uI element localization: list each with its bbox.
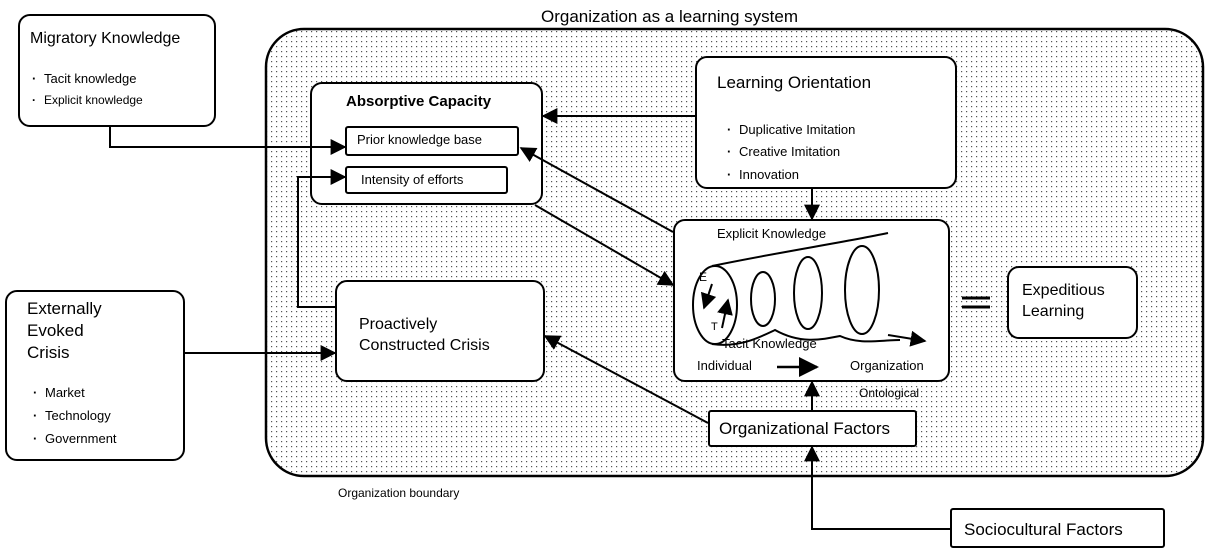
migratory-knowledge-box: Migratory Knowledge Tacit knowledge Expl… xyxy=(18,14,216,127)
crisis-item: Technology xyxy=(33,408,111,424)
organizational-factors-box: Organizational Factors xyxy=(708,410,917,447)
individual-label: Individual xyxy=(697,358,752,373)
externally-evoked-crisis-title-line: Externally xyxy=(27,299,102,318)
spiral-to-prior-knowledge-arrow xyxy=(519,147,674,233)
equivalence-sign xyxy=(962,296,990,309)
externally-evoked-crisis-title-line: Evoked xyxy=(27,321,84,340)
proactive-crisis-to-intensity-arrow xyxy=(297,169,347,308)
sociocultural-factors-label: Sociocultural Factors xyxy=(964,520,1123,539)
expeditious-learning-title-line: Expeditious xyxy=(1022,282,1105,299)
crisis-item: Market xyxy=(33,385,85,401)
intensity-of-efforts-box: Intensity of efforts xyxy=(345,166,508,194)
migratory-to-prior-knowledge-arrow xyxy=(109,127,347,155)
spiral-ring-3 xyxy=(793,256,823,330)
spiral-ring-2 xyxy=(750,271,776,327)
learning-orientation-item: Innovation xyxy=(727,167,799,183)
learning-orientation-item: Duplicative Imitation xyxy=(727,122,855,138)
spiral-t-letter: T xyxy=(711,321,718,333)
diagram-title: Organization as a learning system xyxy=(541,7,799,26)
expeditious-learning-title-line: Learning xyxy=(1022,303,1085,320)
organizational-factors-to-proactive-arrow xyxy=(543,335,709,424)
organizational-factors-label: Organizational Factors xyxy=(719,419,891,438)
prior-knowledge-base-box: Prior knowledge base xyxy=(345,126,519,156)
sociocultural-to-organizational-arrow xyxy=(804,445,950,530)
learning-orientation-box: Learning Orientation Duplicative Imitati… xyxy=(695,56,957,189)
spiral-lower-line xyxy=(711,328,901,346)
spiral-upper-edge xyxy=(711,232,889,267)
knowledge-spiral xyxy=(692,232,927,347)
organization-label: Organization xyxy=(850,358,924,373)
proactively-constructed-crisis-box: Proactively Constructed Crisis xyxy=(335,280,545,382)
migratory-knowledge-item: Tacit knowledge xyxy=(32,71,137,87)
tacit-knowledge-label: Tacit Knowledge xyxy=(722,336,817,351)
learning-orientation-title: Learning Orientation xyxy=(717,73,872,92)
learning-orientation-item: Creative Imitation xyxy=(727,144,840,160)
ontological-label: Ontological xyxy=(859,386,920,400)
spiral-inner-t-arrow xyxy=(717,298,733,329)
expeditious-learning-box: Expeditious Learning xyxy=(1007,266,1138,339)
spiral-tip-arrow xyxy=(887,330,927,347)
explicit-knowledge-label: Explicit Knowledge xyxy=(717,226,827,241)
externally-evoked-crisis-title-line: Crisis xyxy=(27,343,70,362)
absorptive-capacity-title: Absorptive Capacity xyxy=(346,93,492,110)
spiral-ring-4 xyxy=(844,245,880,335)
organization-boundary-label: Organization boundary xyxy=(338,486,460,500)
proactive-crisis-title-line: Proactively xyxy=(359,316,438,333)
spiral-e-letter: E xyxy=(699,270,708,284)
migratory-knowledge-item: Explicit knowledge xyxy=(32,93,143,108)
migratory-knowledge-title: Migratory Knowledge xyxy=(30,30,181,47)
externally-evoked-crisis-box: Externally Evoked Crisis Market Technolo… xyxy=(5,290,185,461)
absorptive-to-spiral-arrow xyxy=(534,204,675,286)
spiral-inner-e-arrow xyxy=(700,283,717,310)
proactive-crisis-title-line: Constructed Crisis xyxy=(359,337,490,354)
sociocultural-factors-box: Sociocultural Factors xyxy=(950,508,1165,548)
crisis-item: Government xyxy=(33,431,117,447)
prior-knowledge-base-label: Prior knowledge base xyxy=(357,132,483,147)
intensity-of-efforts-label: Intensity of efforts xyxy=(361,172,464,187)
